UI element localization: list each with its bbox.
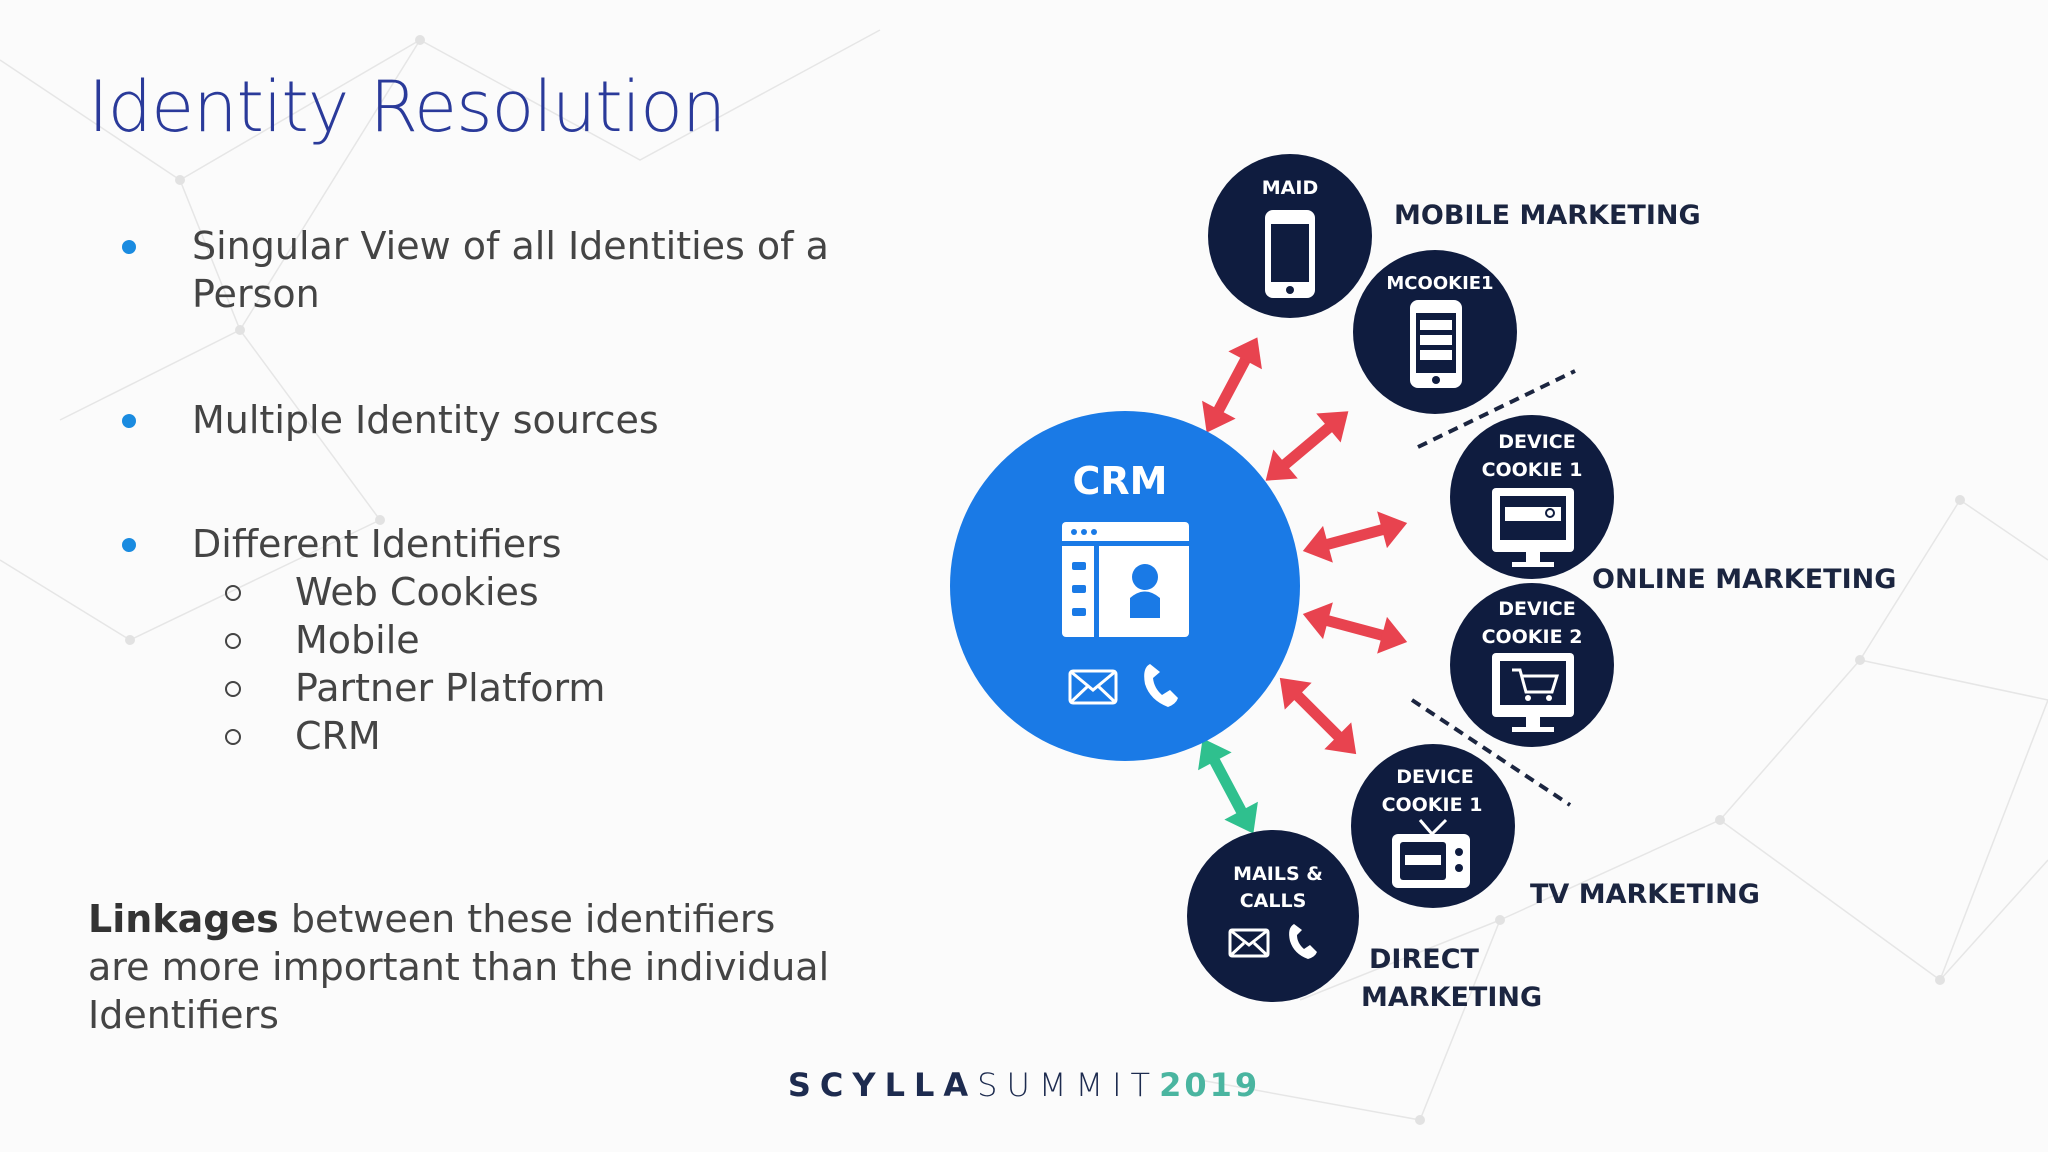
mail-icon	[1228, 928, 1270, 958]
arrow-mails-calls	[1186, 729, 1270, 842]
phone-cookie-icon	[1410, 300, 1462, 388]
device-cookie-1-label-line2: COOKIE 1	[1482, 459, 1583, 481]
channel-direct-marketing-line2: MARKETING	[1361, 982, 1542, 1013]
mails-calls-label-line2: CALLS	[1240, 890, 1307, 912]
sub-bullet-text: CRM	[295, 714, 381, 758]
crm-label: CRM	[1073, 459, 1168, 503]
footer-summit: SUMMIT	[977, 1066, 1160, 1104]
smartphone-icon	[1265, 210, 1315, 298]
sub-bullet-text: Web Cookies	[295, 570, 539, 614]
phone-handset-icon	[1289, 924, 1317, 959]
sub-bullet-text: Mobile	[295, 618, 420, 662]
mcookie-label: MCOOKIE1	[1386, 273, 1493, 294]
sub-bullet-ring	[225, 585, 241, 601]
arrow-mcookie	[1253, 397, 1360, 496]
phone-handset-icon	[1144, 664, 1178, 707]
channel-online-marketing: ONLINE MARKETING	[1592, 564, 1896, 595]
linkages-bold: Linkages	[88, 897, 279, 941]
slide-title: Identity Resolution	[88, 66, 726, 148]
sub-bullet-ring	[225, 681, 241, 697]
arrow-device-cookie-1	[1298, 505, 1412, 570]
sub-bullet-text: Partner Platform	[295, 666, 606, 710]
monitor-cart-icon	[1492, 653, 1574, 732]
divider-mobile-online	[1417, 369, 1576, 449]
arrow-tv-cookie	[1266, 664, 1369, 767]
linkages-note: Linkages between these identifiers are m…	[88, 895, 848, 1039]
arrow-device-cookie-2	[1298, 596, 1412, 661]
channel-tv-marketing: TV MARKETING	[1530, 879, 1760, 910]
divider-online-tv	[1410, 698, 1572, 807]
channel-mobile-marketing: MOBILE MARKETING	[1394, 200, 1701, 231]
footer-year: 2019	[1159, 1066, 1261, 1104]
footer-logo: SCYLLASUMMIT2019	[0, 1066, 2048, 1104]
sub-bullet-ring	[225, 633, 241, 649]
device-cookie-2-label-line2: COOKIE 2	[1482, 626, 1583, 648]
channel-direct-marketing-line1: DIRECT	[1369, 944, 1480, 975]
linkages-rest: between these identifiers are more impor…	[88, 897, 830, 1037]
bullet-dot	[122, 240, 136, 254]
device-cookie-1-label-line1: DEVICE	[1498, 431, 1575, 453]
monitor-search-icon	[1492, 488, 1574, 567]
tv-icon	[1392, 818, 1470, 888]
browser-profile-icon	[1062, 522, 1189, 637]
sub-bullet-ring	[225, 729, 241, 745]
maid-label: MAID	[1262, 177, 1318, 199]
bullet-text: Multiple Identity sources	[192, 398, 659, 442]
mails-calls-node	[1187, 830, 1359, 1002]
arrow-maid	[1190, 328, 1274, 441]
bullet-text: Singular View of all Identities of a Per…	[192, 224, 829, 316]
bullet-text: Different Identifiers	[192, 522, 562, 566]
tv-cookie-label-line1: DEVICE	[1396, 766, 1473, 788]
tv-cookie-label-line2: COOKIE 1	[1382, 794, 1483, 816]
mails-calls-label-line1: MAILS &	[1233, 863, 1323, 885]
mail-icon	[1068, 669, 1118, 705]
bullet-dot	[122, 414, 136, 428]
footer-scylla: SCYLLA	[787, 1066, 978, 1104]
device-cookie-2-label-line1: DEVICE	[1498, 598, 1575, 620]
bullet-dot	[122, 538, 136, 552]
